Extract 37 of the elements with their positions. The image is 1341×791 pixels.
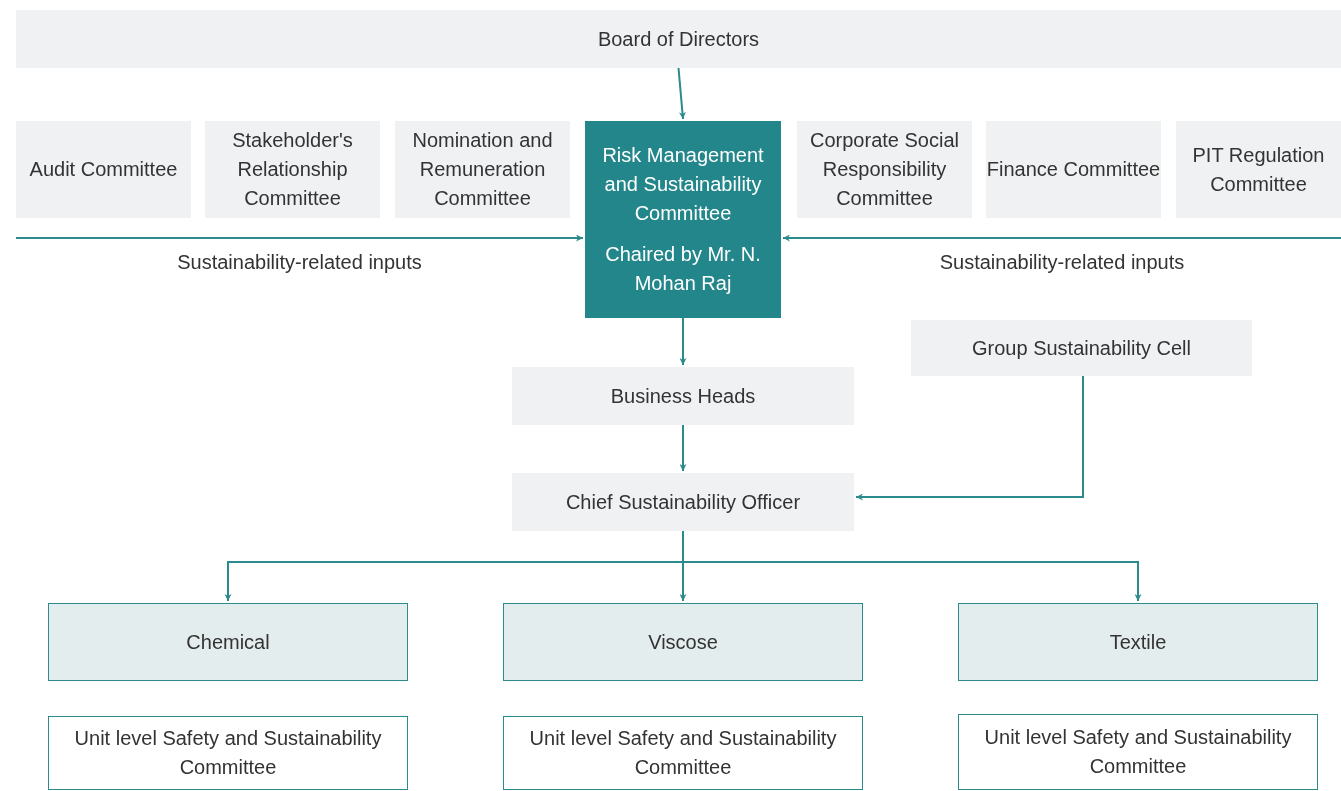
division-box [958, 603, 1318, 681]
node-label: PIT Regulation Committee [1191, 142, 1326, 197]
committee-box [512, 367, 854, 425]
node-label: Unit level Safety and Sustainability Committee [73, 726, 383, 780]
node-label: Unit level Safety and Sustainability Committee [983, 725, 1293, 779]
edge-label: Sustainability-related inputs [175, 251, 424, 274]
node-label: Textile [1109, 629, 1167, 655]
edge-label: Sustainability-related inputs [937, 251, 1187, 274]
node-label: Board of Directors [597, 26, 760, 52]
node-label: Finance Committee [986, 157, 1161, 182]
node-label: Chemical [186, 629, 270, 655]
arrow [677, 67, 686, 120]
highlighted-committee-box [585, 121, 781, 318]
node-label: Viscose [648, 629, 718, 655]
node-label: Stakeholder's Relationship Committee [231, 128, 354, 211]
unit-committee-box [503, 716, 863, 790]
division-box [48, 603, 408, 681]
arrow [679, 424, 687, 472]
committee-box [16, 10, 1341, 68]
chair-note: Chaired by Mr. N. Mohan Raj [604, 242, 762, 296]
arrow [15, 234, 584, 242]
arrow [679, 317, 687, 366]
committee-box [512, 473, 854, 531]
node-label: Group Sustainability Cell [972, 335, 1191, 361]
unit-committee-box [958, 714, 1318, 790]
node-label: Unit level Safety and Sustainability Committee [528, 726, 838, 780]
division-box [503, 603, 863, 681]
unit-committee-box [48, 716, 408, 790]
node-label: Nomination and Remuneration Committee [411, 128, 554, 211]
arrow [855, 375, 1084, 501]
arrow [782, 234, 1341, 242]
committee-box [911, 320, 1252, 376]
node-label: Audit Committee [29, 157, 178, 182]
node-label: Chief Sustainability Officer [565, 489, 801, 515]
node-label: Corporate Social Responsibility Committee [809, 128, 960, 211]
node-label: Business Heads [610, 383, 756, 409]
node-label: Risk Management and Sustainability Committee [601, 143, 765, 226]
